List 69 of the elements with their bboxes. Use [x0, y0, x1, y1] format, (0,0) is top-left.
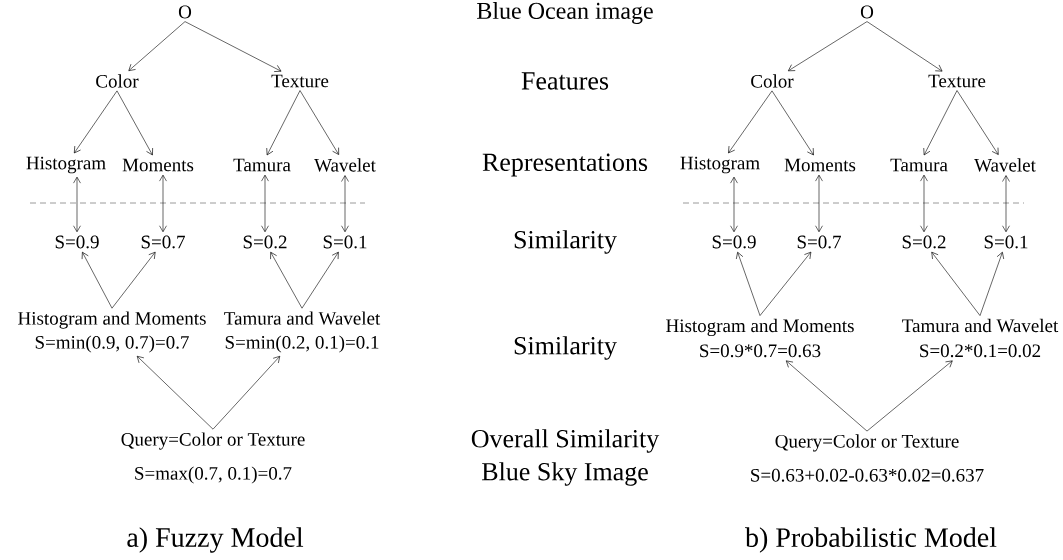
double-arrow — [815, 174, 823, 233]
node-text: O — [860, 5, 874, 19]
arrow — [299, 90, 339, 155]
double-arrow — [730, 176, 738, 233]
node-text: Texture — [928, 74, 986, 88]
node-text: S=0.7 — [797, 235, 841, 249]
node-text: Histogram and Moments S=0.9*0.7=0.63 — [666, 318, 854, 358]
level-label: Overall Similarity — [471, 429, 660, 453]
arrow — [785, 360, 868, 432]
node-text: Color — [751, 74, 794, 88]
arrow — [111, 251, 156, 309]
level-label: Features — [521, 72, 609, 90]
node-text: Histogram — [26, 156, 106, 174]
node-text: Histogram — [680, 156, 760, 174]
arrow — [788, 21, 868, 72]
arrow — [979, 251, 1004, 316]
node-text: Tamura — [890, 158, 948, 172]
node-text: S=0.2 — [243, 235, 287, 249]
node-text: Wavelet — [974, 158, 1036, 172]
arrow — [931, 251, 981, 316]
arrow — [728, 90, 773, 154]
node-text: Moments — [122, 158, 194, 172]
level-label: Representations — [482, 153, 648, 177]
arrow — [866, 360, 953, 432]
panel-caption: a) Fuzzy Model — [127, 527, 304, 553]
node-text: S=0.1 — [323, 235, 367, 249]
node-text: Wavelet — [314, 158, 376, 172]
arrow — [736, 251, 761, 316]
node-text: Moments — [784, 158, 856, 172]
arrow — [956, 90, 999, 155]
node-text: Texture — [271, 74, 329, 88]
panel-caption: b) Probabilistic Model — [745, 527, 997, 553]
arrow — [81, 251, 113, 309]
arrow — [74, 90, 118, 154]
node-text: O — [178, 5, 192, 19]
double-arrow — [341, 175, 349, 233]
node-text: Tamura and Wavelet S=0.2*0.1=0.02 — [902, 318, 1059, 358]
arrow — [184, 21, 282, 72]
double-arrow — [920, 174, 928, 233]
level-label: Blue Ocean image — [477, 2, 653, 24]
level-label: Similarity — [514, 230, 617, 254]
level-label: Blue Sky Image — [482, 462, 648, 486]
node-text: S=0.9 — [712, 235, 756, 249]
arrow — [771, 90, 814, 156]
arrow — [128, 21, 186, 71]
node-text: S=0.9 — [55, 235, 99, 249]
node-text: Query=Color or Texture S=0.63+0.02-0.63*0.02=0.637 — [751, 434, 984, 482]
node-text: Tamura and Wavelet S=min(0.2, 0.1)=0.1 — [224, 311, 381, 353]
double-arrow — [159, 174, 167, 233]
node-text: S=0.2 — [902, 235, 946, 249]
arrow — [270, 251, 303, 309]
double-arrow — [1002, 175, 1010, 233]
arrow — [212, 355, 281, 430]
double-arrow — [261, 174, 269, 233]
node-text: Color — [96, 74, 139, 88]
node-text: Tamura — [233, 158, 291, 172]
arrow — [136, 355, 214, 430]
node-text: Histogram and Moments S=min(0.9, 0.7)=0.7 — [18, 311, 206, 353]
arrow — [301, 251, 339, 309]
double-arrow — [73, 176, 81, 233]
node-text: S=0.1 — [984, 235, 1028, 249]
arrow — [866, 21, 943, 72]
level-label: Similarity — [514, 336, 617, 360]
arrow — [116, 90, 153, 156]
arrow — [759, 251, 812, 316]
arrow — [923, 90, 958, 156]
arrow — [266, 90, 301, 156]
node-text: Query=Color or Texture S=max(0.7, 0.1)=0.7 — [121, 432, 305, 484]
node-text: S=0.7 — [141, 235, 185, 249]
